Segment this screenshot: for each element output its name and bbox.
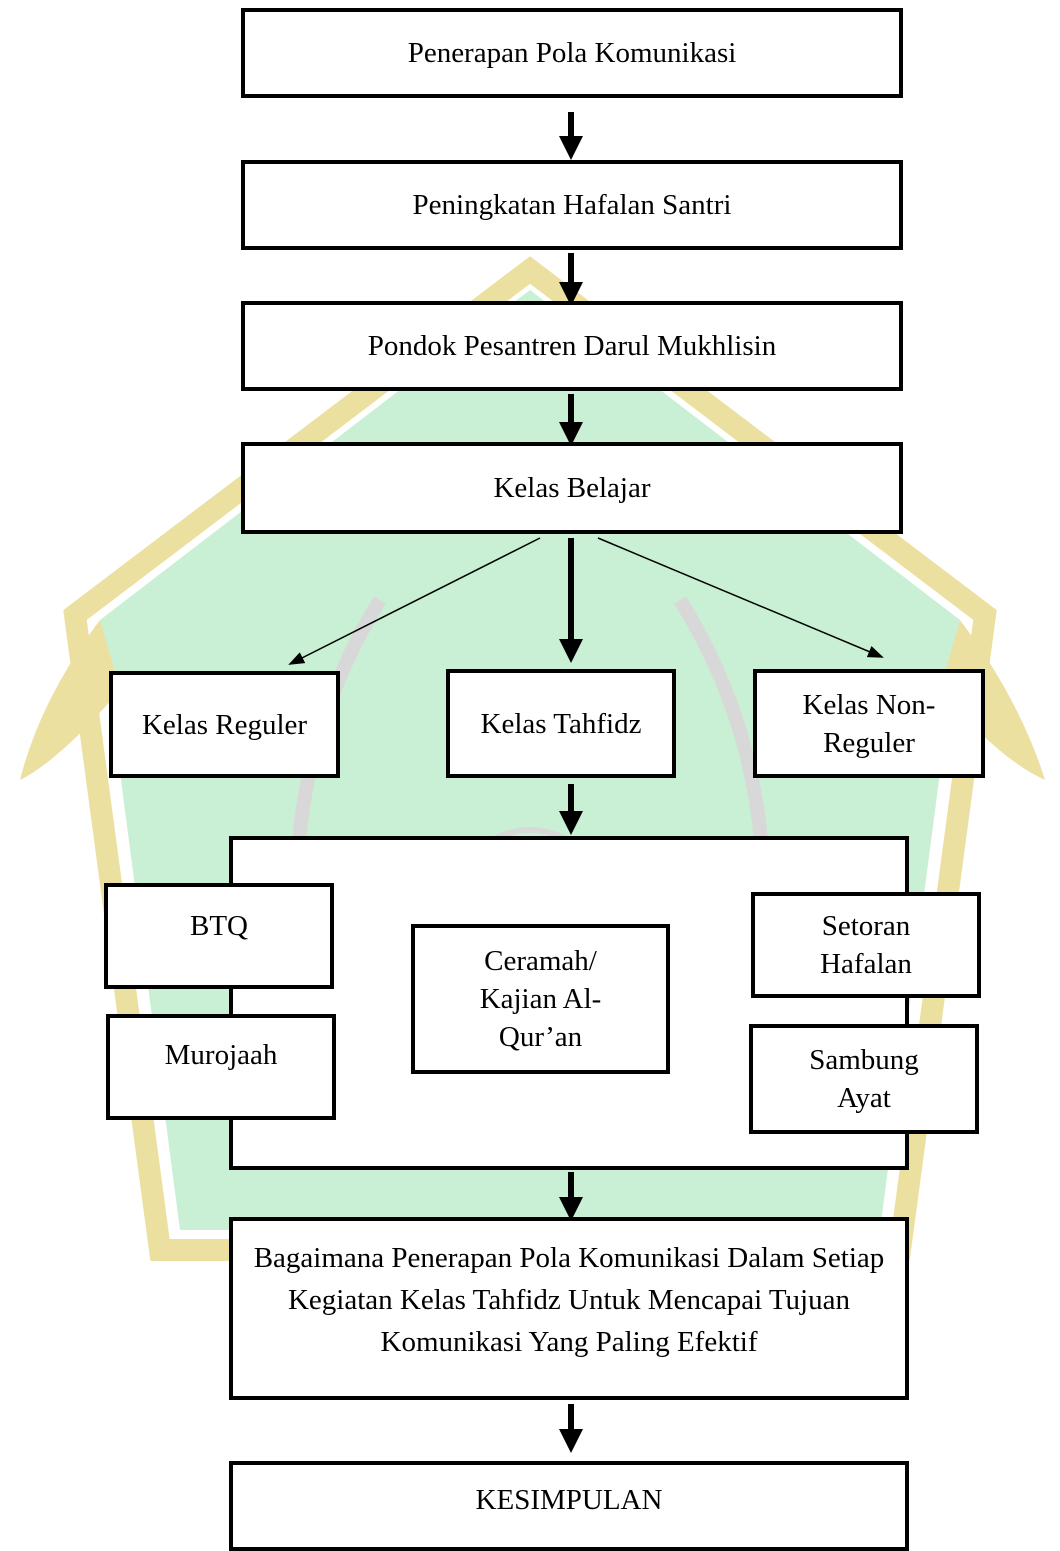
node-bagaimana-label: Bagaimana Penerapan Pola Komunikasi Dala… [253, 1242, 885, 1358]
arrow-kelas-belajar-to-reguler [288, 537, 541, 665]
node-kelas-non-reguler: Kelas Non-Reguler [753, 669, 985, 778]
node-kelas-tahfidz-label: Kelas Tahfidz [480, 707, 642, 740]
emblem-left-wing [20, 620, 120, 780]
node-ceramah: Ceramah/ Kajian Al-Qur’an [411, 924, 670, 1074]
node-setoran: Setoran Hafalan [751, 892, 981, 998]
arrow-kelas-belajar-to-non-reguler [597, 537, 884, 658]
node-btq: BTQ [104, 883, 334, 989]
node-kelas-non-reguler-label: Kelas Non-Reguler [802, 688, 936, 759]
node-setoran-label: Setoran Hafalan [820, 910, 912, 980]
node-kelas-reguler-label: Kelas Reguler [141, 708, 308, 741]
node-peningkatan-label: Peningkatan Hafalan Santri [412, 189, 732, 221]
node-btq-label: BTQ [190, 910, 248, 942]
node-pondok: Pondok Pesantren Darul Mukhlisin [241, 301, 903, 391]
node-kelas-reguler: Kelas Reguler [109, 671, 340, 778]
node-kesimpulan: KESIMPULAN [229, 1461, 909, 1551]
connectors [288, 112, 884, 1453]
node-penerapan: Penerapan Pola Komunikasi [241, 8, 903, 98]
node-peningkatan: Peningkatan Hafalan Santri [241, 160, 903, 250]
node-kesimpulan-label: KESIMPULAN [475, 1484, 663, 1516]
node-kelas-belajar: Kelas Belajar [241, 442, 903, 534]
node-bagaimana: Bagaimana Penerapan Pola Komunikasi Dala… [229, 1217, 909, 1400]
node-penerapan-label: Penerapan Pola Komunikasi [407, 37, 737, 69]
emblem-right-wing [940, 620, 1045, 780]
node-kelas-belajar-label: Kelas Belajar [493, 472, 651, 504]
node-ceramah-label: Ceramah/ Kajian Al-Qur’an [479, 945, 602, 1053]
node-pondok-label: Pondok Pesantren Darul Mukhlisin [367, 330, 777, 362]
node-sambung: Sambung Ayat [749, 1024, 979, 1134]
node-kelas-tahfidz: Kelas Tahfidz [446, 669, 676, 778]
node-murojaah: Murojaah [106, 1014, 336, 1120]
node-sambung-label: Sambung Ayat [809, 1044, 919, 1114]
node-murojaah-label: Murojaah [164, 1039, 278, 1071]
